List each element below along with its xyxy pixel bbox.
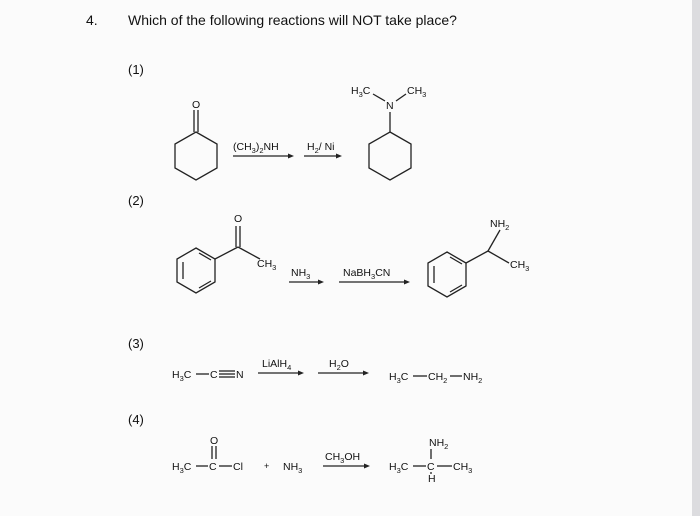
reagent-ammonia: NH3: [291, 267, 310, 281]
cyclohexanone-ring: [174, 131, 218, 181]
reaction-1: (1) O (CH3)2NH H2/ Ni N H3C CH3: [128, 62, 426, 181]
acyl-methyl: H3C: [172, 461, 192, 475]
n-methyl-bond-right: [395, 93, 407, 102]
arrowhead-2b: [404, 279, 410, 285]
product-methyl-4: H3C: [389, 461, 409, 475]
nitrile-nitrogen: N: [236, 369, 244, 381]
reagent-h2-ni: H2/ Ni: [307, 141, 335, 155]
nitrile-carbon: C: [210, 369, 218, 381]
arrowhead-2a: [318, 279, 324, 285]
reagent-lialh4: LiAlH4: [262, 358, 291, 372]
reaction-2-label: (2): [128, 193, 144, 208]
ketone-oxygen: O: [234, 213, 242, 225]
carbonyl-oxygen: O: [192, 99, 200, 111]
product-4-amine: NH2: [429, 437, 448, 451]
product-methyl: CH3: [510, 259, 529, 273]
acyl-oxygen: O: [210, 435, 218, 447]
ketone-methyl: CH3: [257, 258, 276, 272]
reaction-4-label: (4): [128, 412, 144, 427]
reaction-3-label: (3): [128, 336, 144, 351]
product-4-carbon: C: [427, 461, 435, 473]
reagent-methanol: CH3OH: [325, 451, 360, 465]
nitrile-methyl: H3C: [172, 369, 192, 383]
question-number: 4.: [86, 12, 98, 28]
reaction-4: (4) H3C C O Cl + NH3 CH3OH H3C C NH2 H C…: [128, 412, 472, 485]
benzyl-bond: [214, 246, 239, 260]
benzene-inner-bond-2: [198, 252, 212, 261]
product-4-hydrogen: H: [428, 473, 436, 485]
reagent-water: H2O: [329, 358, 349, 372]
product-amine-3: NH2: [463, 371, 482, 385]
product-inner-bond-3: [449, 284, 463, 293]
product-ring: [368, 131, 412, 181]
product-methyl-c: H3C: [389, 371, 409, 385]
acyl-carbon: C: [209, 461, 217, 473]
arrowhead-1b: [336, 153, 342, 159]
reagent-dimethylamine: (CH3)2NH: [233, 141, 279, 155]
arrowhead-4: [364, 463, 370, 469]
product-4-methyl: CH3: [453, 461, 472, 475]
plus-sign: +: [264, 461, 269, 471]
product-inner-bond-2: [449, 256, 463, 265]
product-methyl-bond: [487, 250, 510, 264]
reaction-1-label: (1): [128, 62, 144, 77]
product-amine: NH2: [490, 218, 509, 232]
methyl-left: H3C: [351, 85, 371, 99]
reaction-2: (2) O CH3 NH3 NaBH3CN NH2 CH3: [128, 193, 529, 298]
reaction-3: (3) H3C C N LiAlH4 H2O H3C CH2 NH2: [128, 336, 482, 385]
coreactant-ammonia: NH3: [283, 461, 302, 475]
reagent-nabh3cn: NaBH3CN: [343, 267, 390, 281]
arrowhead-1a: [288, 153, 294, 159]
arrowhead-3b: [363, 370, 369, 376]
carbonyl-methyl-bond: [237, 246, 261, 260]
methyl-right: CH3: [407, 85, 426, 99]
amine-nitrogen: N: [386, 100, 394, 112]
benzene-inner-bond-3: [198, 280, 212, 289]
n-methyl-bond-left: [372, 93, 386, 102]
acyl-chlorine: Cl: [233, 461, 243, 473]
product-benzyl-bond: [465, 250, 489, 264]
question-text: Which of the following reactions will NO…: [128, 12, 457, 28]
product-methylene: CH2: [428, 371, 447, 385]
arrowhead-3a: [298, 370, 304, 376]
product-amine-bond: [487, 229, 501, 252]
